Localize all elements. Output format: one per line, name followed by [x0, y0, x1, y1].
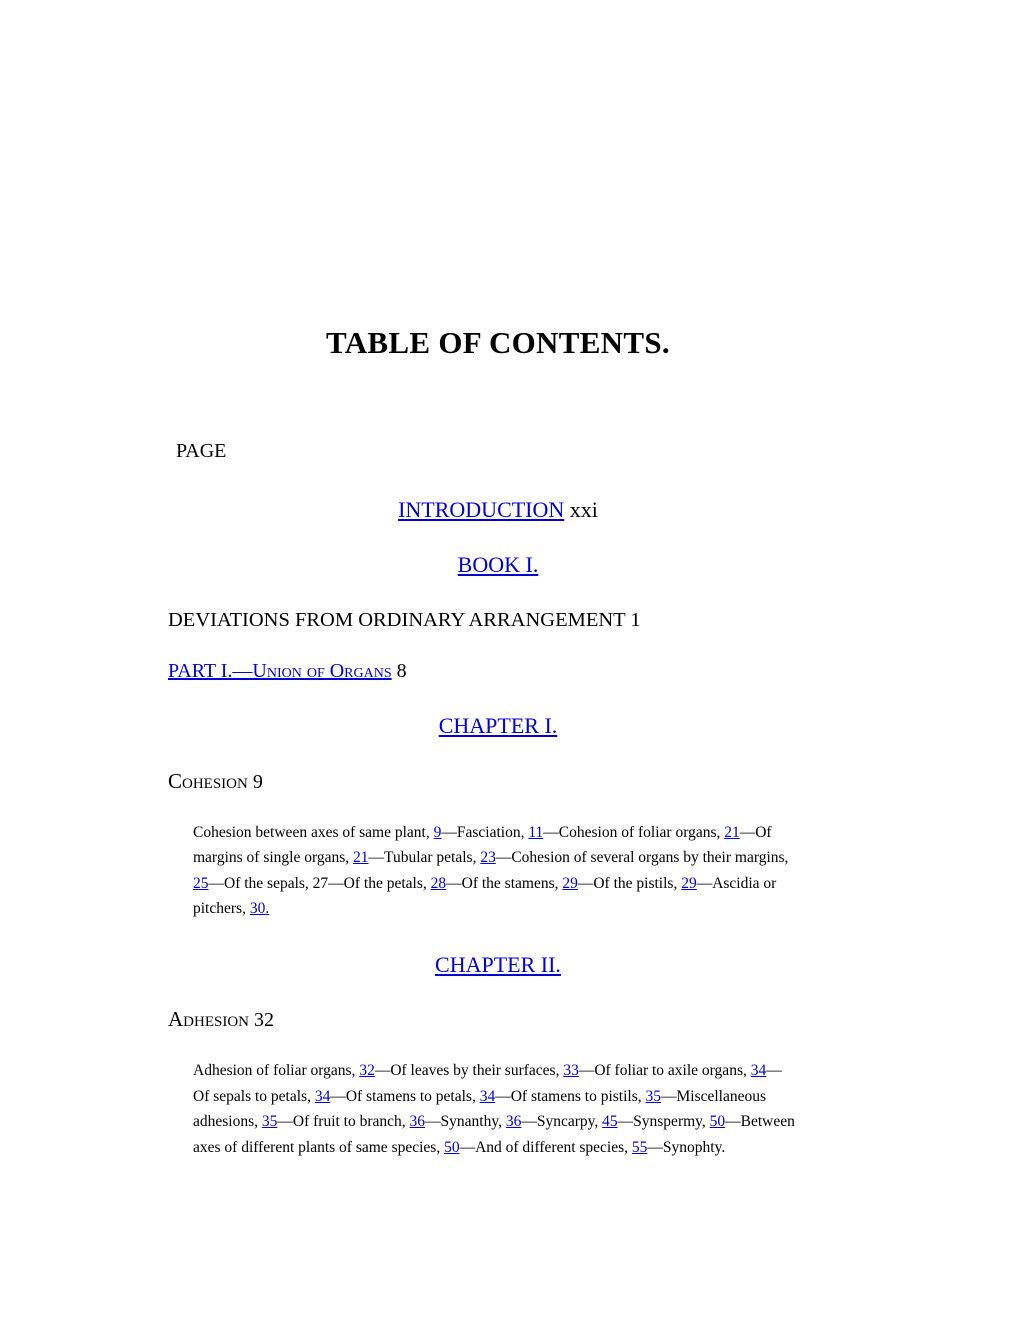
page-number-link[interactable]: 23: [480, 849, 496, 867]
page-number-link[interactable]: 35: [645, 1087, 661, 1105]
page-number-link[interactable]: 35: [261, 1113, 278, 1131]
toc-entry-part-one: PART I.—Union of Organs 8: [168, 633, 828, 684]
book-one-link[interactable]: BOOK I.: [457, 552, 539, 578]
page-number-link[interactable]: 9: [433, 823, 442, 841]
summary-text: —Synspermy,: [617, 1113, 710, 1131]
part-one-title: Union of Organs: [252, 660, 392, 683]
adhesion-title: Adhesion: [168, 1007, 249, 1032]
toc-entry-book-one: BOOK I.: [168, 523, 828, 579]
cohesion-page-number: 9: [252, 770, 263, 793]
page-number-link[interactable]: 25: [193, 874, 209, 892]
page-number-link[interactable]: 45: [602, 1113, 618, 1131]
page-number-link[interactable]: 50: [444, 1138, 460, 1156]
toc-entry-chapter-two: CHAPTER II.: [168, 922, 828, 979]
toc-entry-introduction: INTRODUCTION xxi: [168, 463, 828, 524]
toc-entry-adhesion: Adhesion 32: [168, 978, 828, 1033]
summary-text: —Cohesion of several organs by their mar…: [495, 849, 789, 867]
page-number-plain: 27: [312, 874, 329, 892]
page-number-link[interactable]: 36: [505, 1113, 522, 1131]
summary-text: —Of fruit to branch,: [277, 1113, 410, 1131]
summary-text: —Of the petals,: [328, 874, 431, 892]
cohesion-title: Cohesion: [168, 768, 248, 793]
page-number-link[interactable]: 34: [479, 1087, 496, 1105]
page-number-link[interactable]: 21: [353, 849, 369, 867]
summary-text: —Miscellaneous adhesions,: [193, 1087, 767, 1131]
part-one-prefix: PART I.—: [168, 660, 253, 683]
page-number-link[interactable]: 29: [562, 874, 578, 892]
summary-text: —Of leaves by their surfaces,: [374, 1062, 564, 1080]
summary-text: —Fasciation,: [441, 823, 529, 841]
toc-content: TABLE OF CONTENTS. PAGE INTRODUCTION xxi…: [168, 0, 828, 1160]
chapter-one-link[interactable]: CHAPTER I.: [438, 713, 558, 739]
toc-entry-chapter-one: CHAPTER I.: [168, 684, 828, 740]
page-number-link[interactable]: 32: [359, 1062, 375, 1080]
summary-text: —Synanthy,: [425, 1113, 506, 1131]
introduction-page-number: xxi: [569, 496, 598, 522]
adhesion-summary: Adhesion of foliar organs, 32—Of leaves …: [168, 1033, 828, 1160]
page-number-link[interactable]: 34: [750, 1062, 767, 1080]
page-number-link[interactable]: 30.: [249, 900, 270, 918]
summary-text: —And of different species,: [459, 1138, 632, 1156]
summary-text: —Tubular petals,: [368, 849, 481, 867]
page-number-link[interactable]: 28: [430, 874, 447, 892]
page-number-link[interactable]: 29: [681, 874, 697, 892]
summary-text: —Of foliar to axile organs,: [578, 1062, 751, 1080]
introduction-link[interactable]: INTRODUCTION: [398, 496, 565, 522]
summary-text: —Syncarpy,: [521, 1113, 603, 1131]
page-number-link[interactable]: 34: [314, 1087, 331, 1105]
part-one-link[interactable]: PART I.—Union of Organs: [168, 660, 392, 682]
summary-text: —Of the pistils,: [577, 874, 682, 892]
page-number-link[interactable]: 11: [528, 823, 544, 841]
summary-text: —Of the stamens,: [446, 874, 563, 892]
part-one-page-number: 8: [396, 660, 407, 683]
summary-text: —Of the sepals,: [208, 874, 313, 892]
deviations-title: DEVIATIONS FROM ORDINARY ARRANGEMENT: [168, 608, 626, 631]
page-number-link[interactable]: 55: [631, 1138, 648, 1156]
summary-text: —Of margins of single organs,: [193, 823, 772, 867]
chapter-two-link[interactable]: CHAPTER II.: [435, 951, 561, 977]
summary-text: —Of stamens to pistils,: [495, 1087, 646, 1105]
summary-text: Adhesion of foliar organs,: [193, 1062, 360, 1080]
page-number-link[interactable]: 36: [409, 1113, 426, 1131]
summary-text: —Ascidia or pitchers,: [193, 874, 777, 918]
page-number-link[interactable]: 50: [709, 1113, 726, 1131]
toc-entry-deviations: DEVIATIONS FROM ORDINARY ARRANGEMENT 1: [168, 579, 828, 634]
cohesion-summary: Cohesion between axes of same plant, 9—F…: [168, 795, 828, 922]
deviations-page-number: 1: [630, 608, 641, 631]
page-number-link[interactable]: 33: [563, 1062, 579, 1080]
adhesion-page-number: 32: [254, 1009, 274, 1032]
page-column-label: PAGE: [176, 439, 227, 462]
summary-text: —Cohesion of foliar organs,: [543, 823, 725, 841]
summary-text: —Of sepals to petals,: [193, 1062, 782, 1105]
page-number-link[interactable]: 21: [724, 823, 740, 841]
page-title: TABLE OF CONTENTS.: [326, 325, 670, 360]
summary-text: —Between axes of different plants of sam…: [193, 1113, 795, 1156]
toc-entry-cohesion: Cohesion 9: [168, 740, 828, 795]
summary-text: Cohesion between axes of same plant,: [193, 823, 434, 841]
summary-text: —Synophty.: [647, 1138, 726, 1156]
summary-text: —Of stamens to petals,: [330, 1087, 480, 1105]
